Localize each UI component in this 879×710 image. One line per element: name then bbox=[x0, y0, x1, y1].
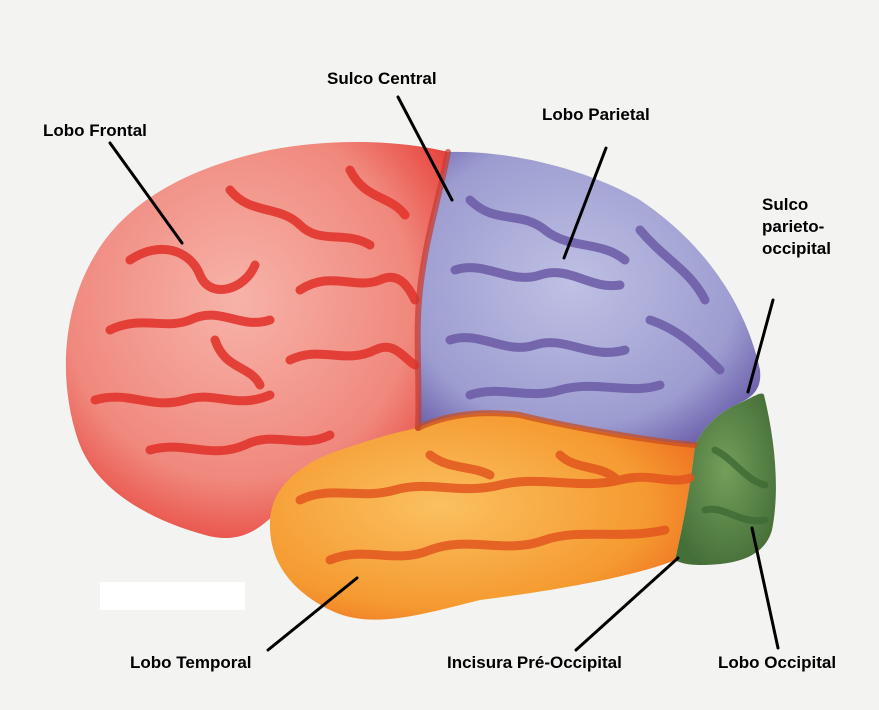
label-incisura-pre-occipital: Incisura Pré-Occipital bbox=[447, 652, 622, 674]
label-lobo-temporal: Lobo Temporal bbox=[130, 652, 252, 674]
label-sulco-central: Sulco Central bbox=[327, 68, 437, 90]
blank-patch bbox=[100, 582, 245, 610]
label-line: parieto- bbox=[762, 216, 852, 238]
label-line: occipital bbox=[762, 238, 852, 260]
label-lobo-frontal: Lobo Frontal bbox=[43, 120, 147, 142]
label-lobo-occipital: Lobo Occipital bbox=[718, 652, 836, 674]
label-line: Sulco bbox=[762, 194, 852, 216]
leader-occipital bbox=[752, 528, 778, 648]
label-lobo-parietal: Lobo Parietal bbox=[542, 104, 650, 126]
label-sulco-parieto-occipital: Sulco parieto- occipital bbox=[762, 194, 852, 260]
